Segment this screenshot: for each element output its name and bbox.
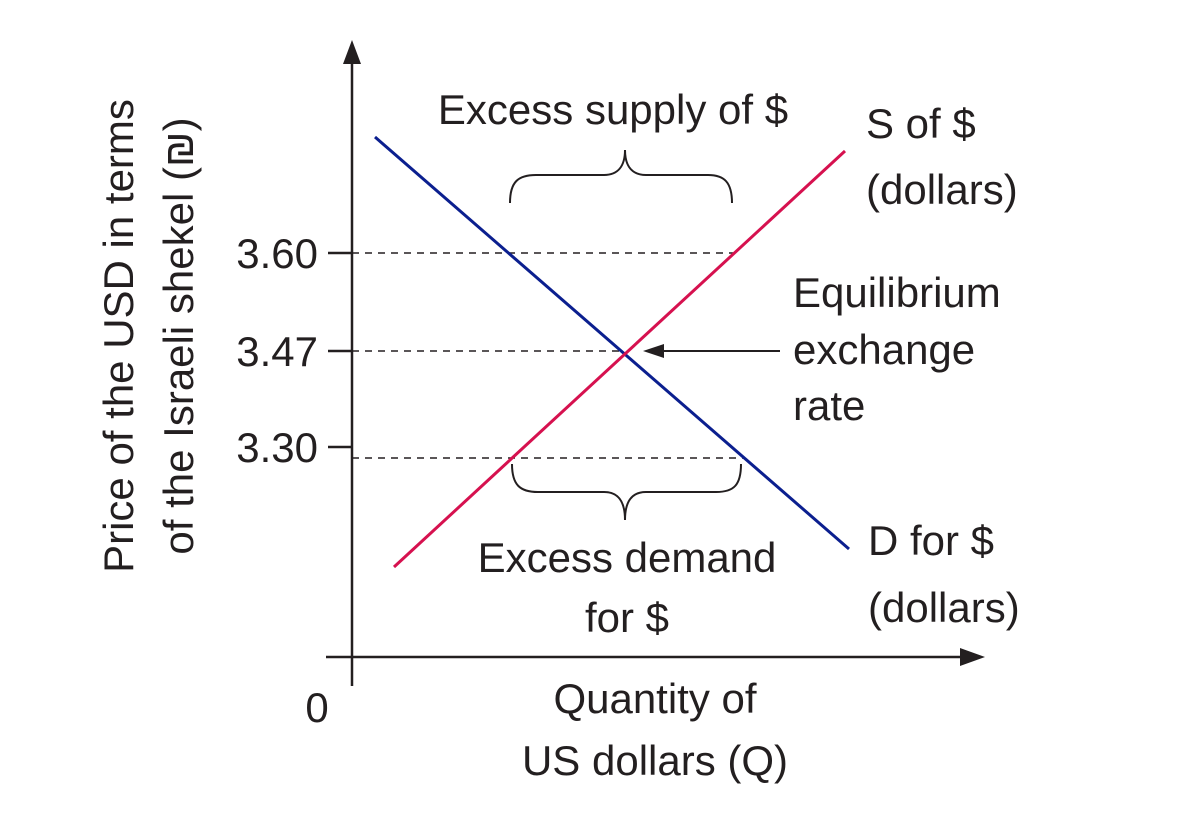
equilibrium-label-line3: rate [793, 382, 865, 429]
supply-label-line1: S of $ [866, 100, 976, 147]
demand-label-line2: (dollars) [868, 584, 1020, 631]
y-tick-label-330: 3.30 [236, 424, 318, 471]
excess-supply-label: Excess supply of $ [438, 86, 788, 133]
supply-label-line2: (dollars) [866, 166, 1018, 213]
excess-demand-label-line1: Excess demand [478, 534, 777, 581]
demand-curve [374, 135, 850, 551]
y-tick-label-347: 3.47 [236, 328, 318, 375]
origin-label: 0 [305, 684, 328, 731]
supply-curve [392, 149, 847, 569]
y-axis-arrow-icon [343, 40, 361, 64]
demand-label-line1: D for $ [868, 517, 994, 564]
equilibrium-arrow-icon [643, 344, 664, 358]
brace-icon [509, 149, 733, 204]
equilibrium-label-line2: exchange [793, 326, 975, 373]
brace-icon [511, 463, 742, 521]
y-tick-label-360: 3.60 [236, 230, 318, 277]
y-axis-title-line1: Price of the USD in terms [95, 99, 142, 573]
excess-demand-label-line2: for $ [585, 594, 669, 641]
x-axis-arrow-icon [960, 648, 985, 666]
equilibrium-label-line1: Equilibrium [793, 269, 1001, 316]
y-axis-title-line2: of the Israeli shekel (₪) [155, 117, 202, 554]
x-axis-title-line2: US dollars (Q) [522, 737, 788, 784]
x-axis-title-line1: Quantity of [553, 675, 756, 722]
